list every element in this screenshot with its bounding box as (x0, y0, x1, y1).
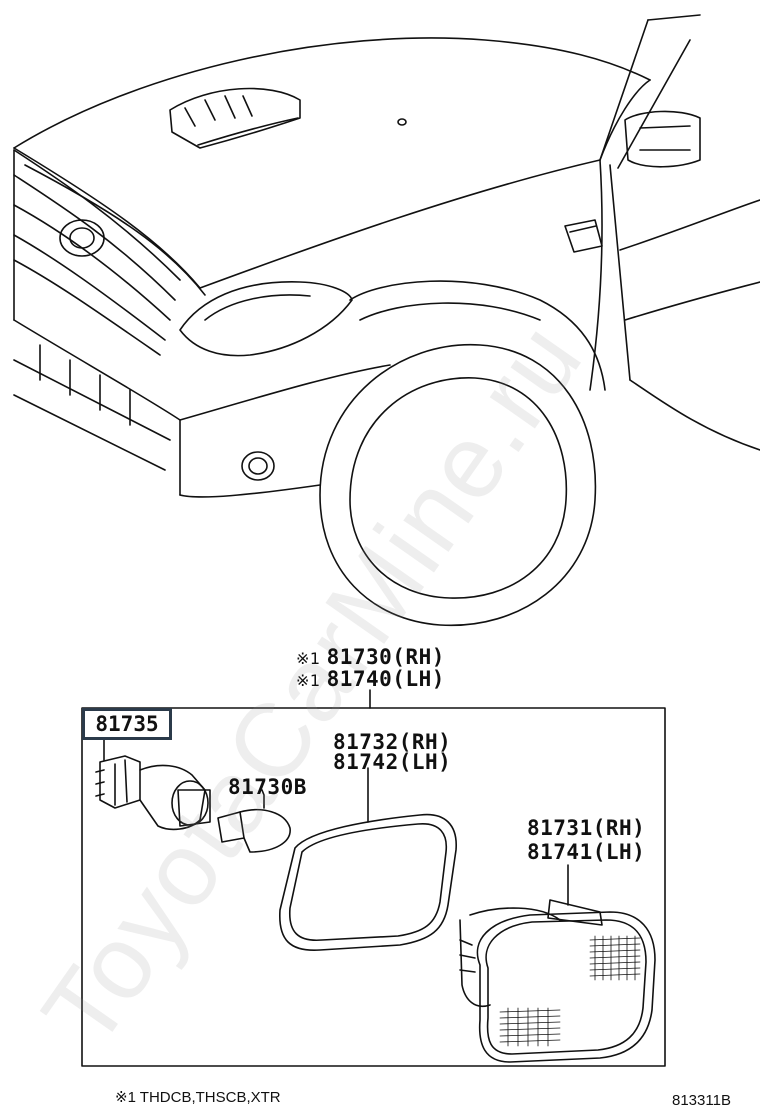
side-marker-on-fender (564, 219, 603, 253)
headlamp (179, 281, 353, 357)
socket-81735 (95, 739, 211, 831)
front-tire (319, 343, 597, 627)
figure-id: 813311B (672, 1092, 731, 1109)
gasket-label-lh: 81742(LH) (333, 750, 452, 774)
fog-lamp (241, 451, 275, 481)
assembly-boundary-box (81, 707, 666, 1067)
gasket-label-rh: 81732(RH) (333, 730, 452, 754)
lens-label-rh: 81731(RH) (527, 816, 646, 840)
hood-scoop (169, 87, 301, 149)
gasket-81732 (279, 767, 457, 951)
vehicle-illustration (13, 14, 760, 627)
lens-81731 (459, 864, 656, 1063)
lens-label-lh: 81741(LH) (527, 840, 646, 864)
applicability-note: ※1 THDCB,THSCB,XTR (115, 1089, 281, 1106)
bulb-81730B (217, 789, 291, 853)
socket-label-boxed: 81735 (82, 708, 172, 740)
bulb-label: 81730B (228, 775, 307, 799)
